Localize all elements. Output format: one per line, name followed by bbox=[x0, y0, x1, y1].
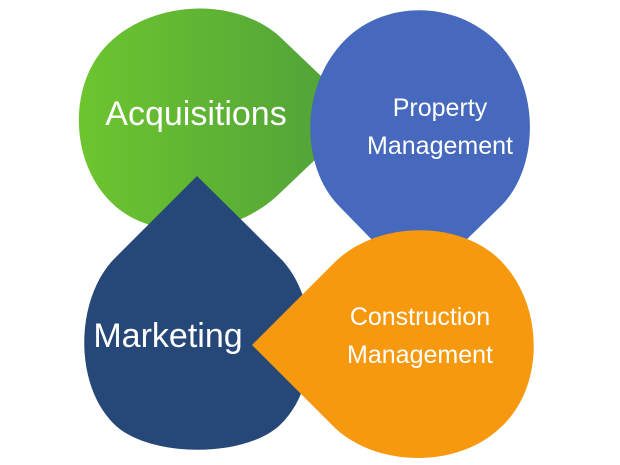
petal-acquisitions-label: Acquisitions bbox=[105, 95, 286, 133]
petal-construction-management-label-line-1: Construction bbox=[350, 303, 490, 331]
petal-property-management-label-line-2: Management bbox=[367, 132, 513, 160]
petal-construction-management: Construction Management bbox=[252, 230, 534, 458]
petal-construction-management-label-line-2: Management bbox=[347, 341, 493, 369]
petal-acquisitions-shape bbox=[78, 8, 362, 231]
petal-property-management-label-line-1: Property bbox=[393, 94, 488, 122]
petal-marketing-shape bbox=[84, 176, 311, 450]
petal-acquisitions: Acquisitions bbox=[78, 8, 362, 231]
petal-construction-management-shape bbox=[252, 230, 534, 458]
petal-marketing-label: Marketing bbox=[93, 317, 242, 355]
petal-property-management-shape bbox=[310, 10, 530, 288]
petal-marketing: Marketing bbox=[84, 176, 311, 450]
petal-property-management: Property Management bbox=[310, 10, 530, 288]
